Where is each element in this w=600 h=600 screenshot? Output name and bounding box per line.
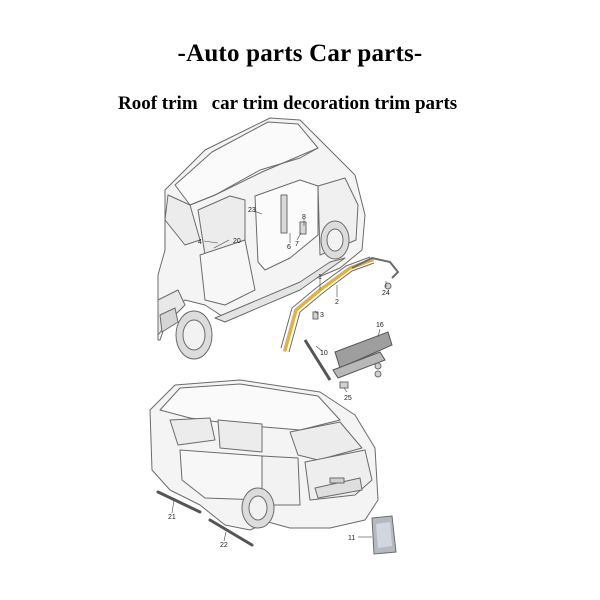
callout-4: 4 <box>198 239 202 246</box>
callout-16: 16 <box>376 322 384 329</box>
callout-3: 3 <box>320 312 324 319</box>
subtitle-part-2: car trim decoration trim parts <box>211 93 458 114</box>
callout-2: 2 <box>335 299 339 306</box>
callout-6: 6 <box>287 244 291 251</box>
leader-lines <box>171 210 387 542</box>
callout-1: 1 <box>318 274 322 281</box>
subtitle-part-1: Roof trim <box>118 93 198 114</box>
callout-23: 23 <box>248 207 256 214</box>
callout-21: 21 <box>168 514 176 521</box>
callout-7: 7 <box>295 241 299 248</box>
callout-24: 24 <box>382 290 390 297</box>
callout-20: 20 <box>233 238 241 245</box>
callout-10: 10 <box>320 350 328 357</box>
callout-11: 11 <box>348 535 355 542</box>
upper-car-illustration <box>157 117 366 360</box>
part-11-package <box>371 515 397 555</box>
page-subtitle: Roof trim car trim decoration trim parts <box>118 93 457 115</box>
callout-labels: 4 20 23 6 7 8 1 2 3 10 16 24 25 21 22 11 <box>168 207 390 549</box>
callout-8: 8 <box>302 214 306 221</box>
callout-25: 25 <box>344 395 352 402</box>
trim-parts-lower <box>156 490 254 547</box>
callout-22: 22 <box>220 542 228 549</box>
lower-car-illustration <box>149 379 379 531</box>
page-title: -Auto parts Car parts- <box>177 40 423 67</box>
